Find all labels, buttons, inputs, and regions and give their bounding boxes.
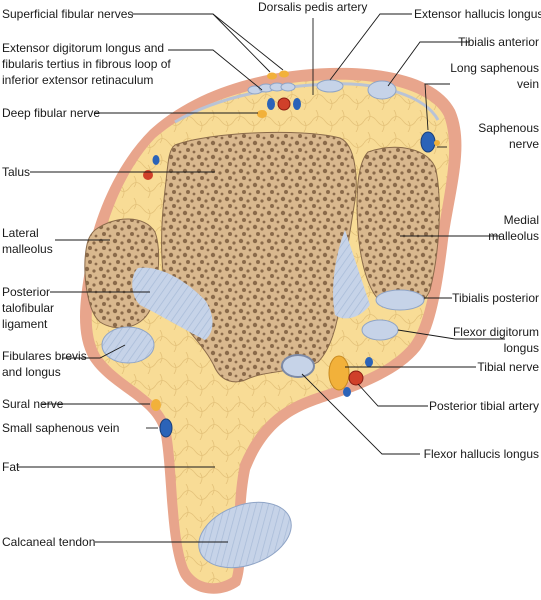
label-medial-malleolus-2: malleolus xyxy=(488,229,539,243)
label-medial-malleolus-1: Medial xyxy=(504,213,539,227)
label-posterior-talofibular-2: talofibular xyxy=(2,301,54,315)
long-saphenous-vein xyxy=(420,131,436,153)
label-extensor-digitorum-2: fibularis tertius in fibrous loop of xyxy=(2,57,171,71)
fibulares-tendons xyxy=(101,326,155,364)
dorsalis-pedis-vein-right xyxy=(293,98,301,110)
lateral-vessel-artery xyxy=(143,170,153,180)
label-posterior-tibial-artery: Posterior tibial artery xyxy=(429,399,539,413)
label-flexor-digitorum-2: longus xyxy=(504,341,539,355)
label-saphenous-nerve-1: Saphenous xyxy=(478,121,539,135)
label-flexor-digitorum-1: Flexor digitorum xyxy=(453,325,539,339)
posterior-tibial-vein-a xyxy=(365,357,373,367)
posterior-tibial-vein-b xyxy=(343,387,351,397)
label-tibial-nerve: Tibial nerve xyxy=(477,360,539,374)
tibialis-anterior-tendon xyxy=(367,80,397,100)
sural-nerve xyxy=(151,399,161,411)
small-saphenous-vein xyxy=(159,418,173,438)
saphenous-nerve xyxy=(434,140,440,146)
dorsalis-pedis-vein-left xyxy=(267,98,275,110)
label-dorsalis-pedis-artery: Dorsalis pedis artery xyxy=(258,0,367,14)
label-small-saphenous-vein: Small saphenous vein xyxy=(2,421,119,435)
posterior-tibial-artery xyxy=(348,370,364,386)
label-fibulares-1: Fibulares brevis xyxy=(2,349,87,363)
tibial-nerve xyxy=(328,355,350,391)
label-flexor-hallucis-longus: Flexor hallucis longus xyxy=(424,447,539,461)
label-extensor-digitorum-3: inferior extensor retinaculum xyxy=(2,73,153,87)
calcaneal-tendon xyxy=(198,501,292,569)
label-extensor-digitorum-1: Extensor digitorum longus and xyxy=(2,41,164,55)
label-posterior-talofibular-3: ligament xyxy=(2,317,48,331)
diagram-labels: Superficial fibular nerves Dorsalis pedi… xyxy=(2,0,541,549)
label-long-saphenous-2: vein xyxy=(517,77,539,91)
superficial-fibular-nerves xyxy=(267,70,289,80)
medial-malleolus-bone xyxy=(356,146,440,310)
deep-fibular-nerve xyxy=(257,110,267,118)
lateral-vessel-vein xyxy=(152,155,160,165)
medial-ligament xyxy=(333,230,370,319)
label-lateral-malleolus-2: malleolus xyxy=(2,242,53,256)
label-long-saphenous-1: Long saphenous xyxy=(450,61,539,75)
label-fat: Fat xyxy=(2,460,20,474)
label-tibialis-anterior: Tibialis anterior xyxy=(458,35,539,49)
dorsalis-pedis-artery xyxy=(277,97,291,111)
label-extensor-hallucis-longus: Extensor hallucis longus xyxy=(414,7,541,21)
label-tibialis-posterior: Tibialis posterior xyxy=(452,291,539,305)
posterior-talofibular-ligament xyxy=(132,267,213,340)
leader-lines xyxy=(18,13,505,543)
label-posterior-talofibular-1: Posterior xyxy=(2,285,50,299)
label-superficial-fibular-nerves: Superficial fibular nerves xyxy=(2,7,133,21)
label-talus: Talus xyxy=(2,165,30,179)
flexor-digitorum-tendon xyxy=(361,319,399,341)
label-calcaneal-tendon: Calcaneal tendon xyxy=(2,535,95,549)
extensor-hallucis-tendon xyxy=(316,79,344,93)
tibialis-posterior-tendon xyxy=(375,289,425,311)
label-deep-fibular-nerve: Deep fibular nerve xyxy=(2,106,100,120)
label-lateral-malleolus-1: Lateral xyxy=(2,226,39,240)
label-saphenous-nerve-2: nerve xyxy=(509,137,539,151)
label-fibulares-2: and longus xyxy=(2,365,61,379)
label-sural-nerve: Sural nerve xyxy=(2,397,64,411)
flexor-hallucis-tendon xyxy=(281,354,315,378)
